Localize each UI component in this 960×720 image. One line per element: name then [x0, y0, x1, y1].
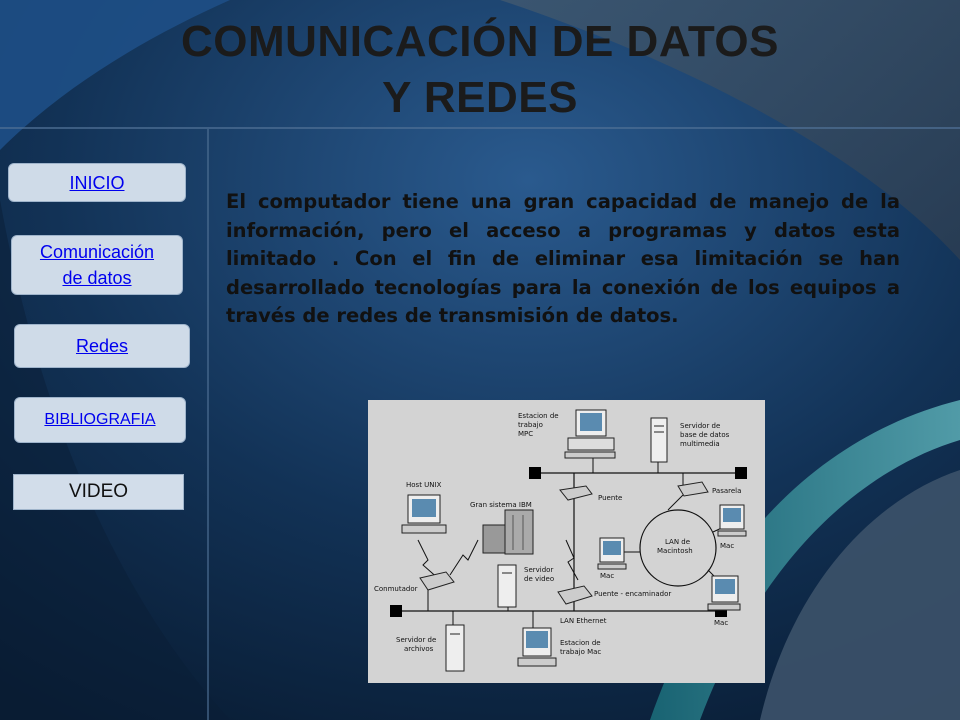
label-puente-encaminador: Puente - encaminador — [594, 590, 671, 598]
label-pasarela: Pasarela — [712, 487, 741, 495]
mainframe-icon — [482, 509, 534, 555]
header-divider — [0, 127, 960, 129]
backbone-terminator-icon — [735, 467, 747, 479]
label-mac: Mac — [720, 542, 734, 550]
backbone-terminator-icon — [390, 605, 402, 617]
label-mac: Mac — [600, 572, 614, 580]
label-conmutador: Conmutador — [374, 585, 418, 593]
file-server-icon — [445, 624, 465, 672]
bridge-router-icon — [557, 585, 593, 605]
backbone-terminator-icon — [529, 467, 541, 479]
mac-icon — [707, 575, 741, 611]
nav-comunicacion-line-2: de datos — [62, 268, 132, 288]
label-lan-ethernet: LAN Ethernet — [560, 617, 607, 625]
database-server-icon — [650, 417, 668, 463]
label-lan-mac-1: LAN de — [665, 538, 690, 546]
nav-redes-link[interactable]: Redes — [75, 336, 129, 356]
gateway-icon — [677, 481, 709, 497]
nav-video-button[interactable]: VIDEO — [13, 474, 184, 510]
mac-icon — [717, 504, 747, 537]
network-diagram: Estacion de trabajo MPC Servidor de base… — [368, 400, 765, 683]
label-servidor-bd-2: base de datos — [680, 431, 730, 439]
label-gran-sistema: Gran sistema IBM — [470, 501, 532, 509]
workstation-mac-icon — [517, 627, 557, 667]
nav-comunicacion-link[interactable]: Comunicación de datos — [40, 239, 154, 291]
nav-inicio-link[interactable]: INICIO — [69, 172, 125, 193]
label-lan-mac-2: Macintosh — [657, 547, 693, 555]
label-estacion-mac-2: trabajo Mac — [560, 648, 601, 656]
nav-redes-button[interactable]: Redes — [14, 324, 190, 368]
label-mac: Mac — [714, 619, 728, 627]
label-servidor-bd-1: Servidor de — [680, 422, 720, 430]
title-line-2: Y REDES — [382, 73, 578, 122]
nav-bibliografia-link[interactable]: BIBLIOGRAFIA — [44, 411, 156, 428]
nav-bibliografia-button[interactable]: BIBLIOGRAFIA — [14, 397, 186, 443]
host-unix-icon — [401, 494, 447, 534]
lan-macintosh-ring — [639, 509, 717, 587]
label-servidor-archivos-1: Servidor de — [396, 636, 436, 644]
label-estacion-mpc-3: MPC — [518, 430, 533, 438]
workstation-mpc-icon — [564, 409, 616, 459]
label-puente: Puente — [598, 494, 622, 502]
sidebar-divider — [207, 129, 209, 720]
nav-comunicacion-button[interactable]: Comunicación de datos — [11, 235, 183, 295]
label-estacion-mpc-2: trabajo — [518, 421, 543, 429]
switch-icon — [419, 571, 455, 591]
intro-paragraph: El computador tiene una gran capacidad d… — [226, 190, 900, 328]
page-title: COMUNICACIÓN DE DATOS Y REDES — [0, 14, 960, 126]
label-estacion-mpc-1: Estacion de — [518, 412, 559, 420]
bridge-icon — [559, 485, 593, 501]
label-servidor-video-2: de video — [524, 575, 554, 583]
label-estacion-mac-1: Estacion de — [560, 639, 601, 647]
mac-icon — [597, 537, 627, 570]
nav-video-label: VIDEO — [68, 481, 129, 502]
title-line-1: COMUNICACIÓN DE DATOS — [181, 17, 779, 66]
nav-inicio-button[interactable]: INICIO — [8, 163, 186, 202]
label-servidor-bd-3: multimedia — [680, 440, 720, 448]
label-servidor-archivos-2: archivos — [404, 645, 434, 653]
label-servidor-video-1: Servidor — [524, 566, 553, 574]
video-server-icon — [497, 564, 517, 608]
label-host-unix: Host UNIX — [406, 481, 442, 489]
nav-comunicacion-line-1: Comunicación — [39, 242, 155, 262]
